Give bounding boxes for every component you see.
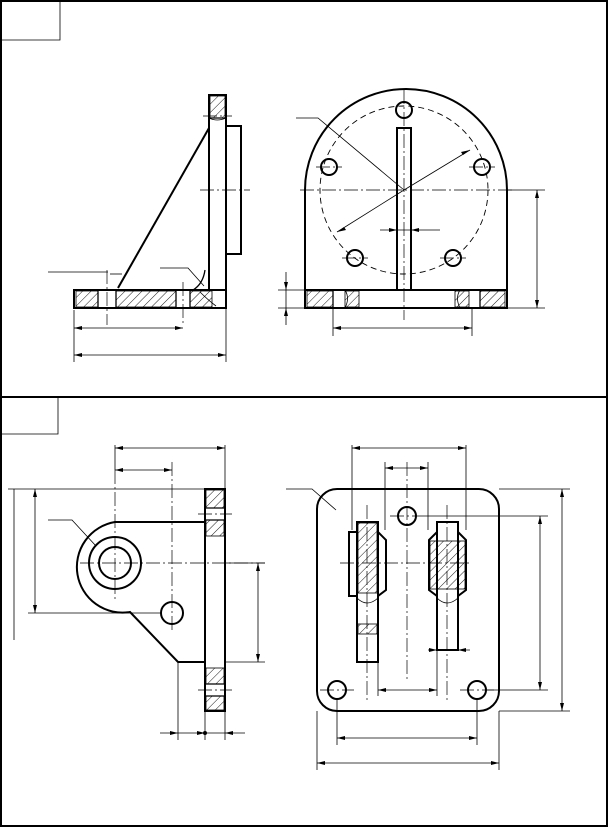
plate-outline	[75, 521, 206, 663]
front-section-view	[48, 94, 250, 362]
boss-diameter-leader	[48, 519, 97, 547]
square-plate-outline	[316, 488, 500, 712]
side-view-round-flange	[278, 88, 545, 336]
base-hatch-center	[115, 290, 177, 308]
lower-panel-label-box	[1, 397, 59, 435]
radius-leader	[296, 117, 405, 191]
support-rib	[117, 127, 210, 289]
flange-outline	[304, 88, 508, 290]
fillet-leader	[160, 267, 205, 287]
edge-plate-section	[204, 488, 226, 712]
base-hatch-left	[75, 290, 99, 308]
plate-hatch-top	[209, 95, 226, 119]
plate-outline-view	[8, 445, 265, 740]
flange-base-plate	[304, 289, 508, 309]
upper-panel-label-box	[1, 1, 61, 41]
vertical-plate-outline	[208, 94, 227, 291]
square-plate-section-view	[286, 445, 570, 770]
corner-radius-leader	[286, 488, 337, 511]
